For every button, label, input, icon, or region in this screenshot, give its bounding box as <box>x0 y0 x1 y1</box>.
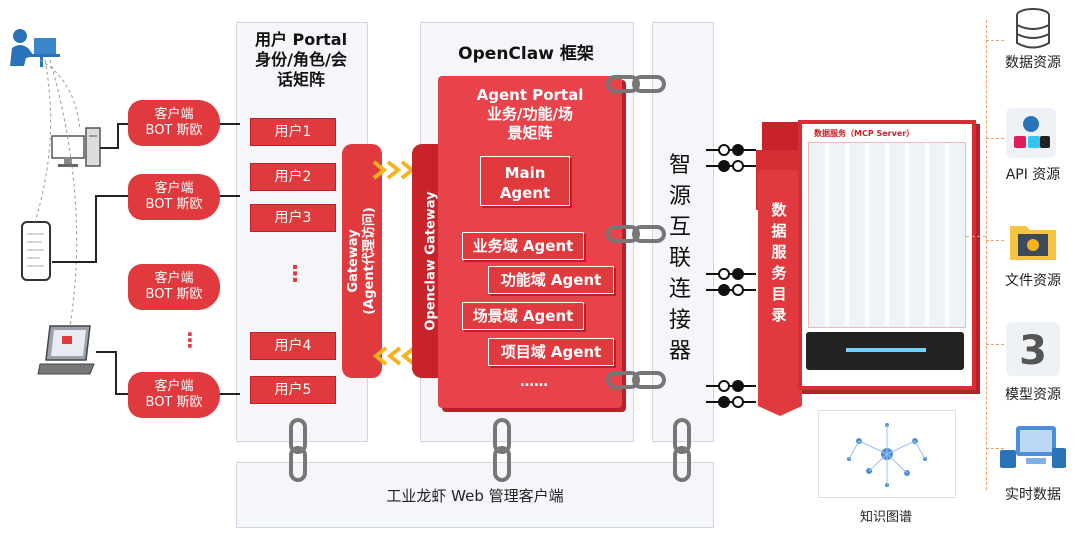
user-3[interactable]: 用户3 <box>250 204 336 232</box>
resource-link <box>986 240 1004 241</box>
return-arrows <box>372 346 416 366</box>
server-hardware <box>806 332 964 370</box>
user-portal-title: 用户 Portal 身份/角色/会 话矩阵 <box>254 30 348 89</box>
resource-label-model: 模型资源 <box>1005 387 1061 403</box>
smartphone-icon <box>21 221 51 281</box>
user-2[interactable]: 用户2 <box>250 163 336 191</box>
resource-label-api: API 资源 <box>1005 167 1061 183</box>
resource-label-data: 数据资源 <box>1005 55 1061 71</box>
user-4[interactable]: 用户4 <box>250 332 336 360</box>
knowledge-graph-panel <box>818 410 956 498</box>
project-domain-agent[interactable]: 项目域 Agent <box>488 338 614 366</box>
business-domain-agent[interactable]: 业务域 Agent <box>462 232 584 260</box>
mcp-grid <box>808 142 966 328</box>
knowledge-graph-icon <box>847 423 927 487</box>
user-1[interactable]: 用户1 <box>250 118 336 146</box>
chain-link-icon <box>289 418 307 482</box>
chain-link-icon <box>606 371 666 389</box>
resource-link <box>986 138 1004 139</box>
chain-link-icon <box>606 225 666 243</box>
connector-plugs <box>706 144 756 408</box>
mcp-server-panel: 数据服务（MCP Server） <box>798 120 976 390</box>
gateway-label: Gateway (Agent代理访问) <box>346 207 378 315</box>
data-service-banner <box>756 122 808 416</box>
scenario-domain-agent[interactable]: 场景域 Agent <box>462 302 584 330</box>
chain-link-icon <box>493 418 511 482</box>
web-client-label: 工业龙虾 Web 管理客户端 <box>386 486 564 505</box>
svg-text:3: 3 <box>1019 328 1047 372</box>
mcp-title: 数据服务（MCP Server） <box>814 129 915 138</box>
resource-label-realtime: 实时数据 <box>1005 487 1061 503</box>
bots-ellipsis: ⋮ <box>180 328 200 352</box>
model-icon: 3 <box>1006 322 1060 376</box>
database-icon <box>1006 2 1060 56</box>
data-service-label: 数据服务目录 <box>771 201 787 324</box>
more-agents-ellipsis: …… <box>520 374 548 390</box>
function-domain-agent[interactable]: 功能域 Agent <box>488 266 614 294</box>
openclaw-title: OpenClaw 框架 <box>458 44 594 64</box>
user-5[interactable]: 用户5 <box>250 376 336 404</box>
resource-label-file: 文件资源 <box>1005 273 1061 289</box>
folder-icon <box>1006 214 1060 268</box>
device-connection-lines <box>34 59 240 395</box>
resource-link <box>986 448 1004 449</box>
chain-link-icon <box>606 75 666 93</box>
agent-portal-title: Agent Portal 业务/功能/场 景矩阵 <box>476 86 584 142</box>
gateway-bar[interactable]: Gateway (Agent代理访问) <box>342 144 382 378</box>
chain-link-icon <box>673 418 691 482</box>
resource-link <box>986 40 1004 41</box>
resource-link <box>986 344 1004 345</box>
user-person-icon <box>10 29 60 67</box>
laptop-icon <box>37 325 95 375</box>
web-client-bar: 工业龙虾 Web 管理客户端 <box>236 462 714 528</box>
users-ellipsis: ⋮ <box>284 262 306 287</box>
api-icon <box>1006 108 1056 158</box>
resource-bus-line <box>986 20 987 490</box>
mcp-to-bus-link <box>966 236 986 237</box>
knowledge-graph-label: 知识图谱 <box>859 510 912 525</box>
connector-label: 智源互联连接器 <box>668 153 691 364</box>
realtime-icon <box>996 420 1070 474</box>
main-agent[interactable]: Main Agent <box>480 156 570 206</box>
